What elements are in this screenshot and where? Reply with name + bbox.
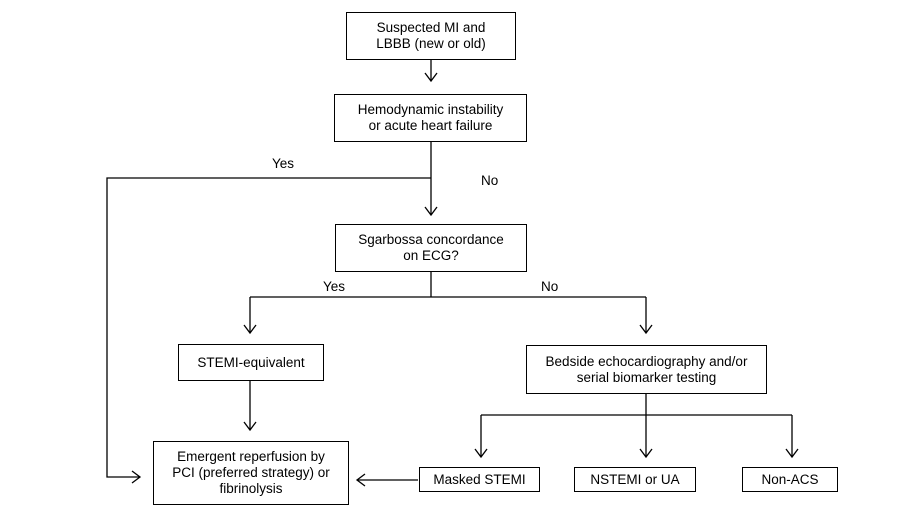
hemodynamic-instability-box: Hemodynamic instability or acute heart f… xyxy=(334,94,527,142)
bedside-echo-box: Bedside echocardiography and/or serial b… xyxy=(526,345,767,394)
arrowhead xyxy=(639,324,653,335)
sgarbossa-no-label: No xyxy=(541,279,559,294)
sgarbossa-concordance-box: Sgarbossa concordance on ECG? xyxy=(335,224,527,272)
arrowhead xyxy=(131,470,142,484)
non-acs-box: Non-ACS xyxy=(742,467,838,492)
arrowhead xyxy=(639,448,653,459)
arrowhead xyxy=(424,206,438,217)
arrowhead xyxy=(785,448,799,459)
emergent-reperfusion-box: Emergent reperfusion by PCI (preferred s… xyxy=(153,441,349,505)
connector-hemodynamic-yes-to-reperfusion xyxy=(106,177,431,478)
arrowhead xyxy=(243,421,257,432)
hemodynamic-yes-label: Yes xyxy=(272,156,295,171)
sgarbossa-yes-label: Yes xyxy=(323,279,346,294)
stemi-equivalent-box: STEMI-equivalent xyxy=(178,344,324,381)
arrowhead xyxy=(355,473,366,487)
masked-stemi-box: Masked STEMI xyxy=(419,467,540,492)
arrowhead xyxy=(424,72,438,83)
hemodynamic-no-label: No xyxy=(481,173,499,188)
suspected-mi-box: Suspected MI and LBBB (new or old) xyxy=(346,12,516,60)
arrowhead xyxy=(243,324,257,335)
arrowhead xyxy=(474,448,488,459)
nstemi-ua-box: NSTEMI or UA xyxy=(574,467,696,492)
